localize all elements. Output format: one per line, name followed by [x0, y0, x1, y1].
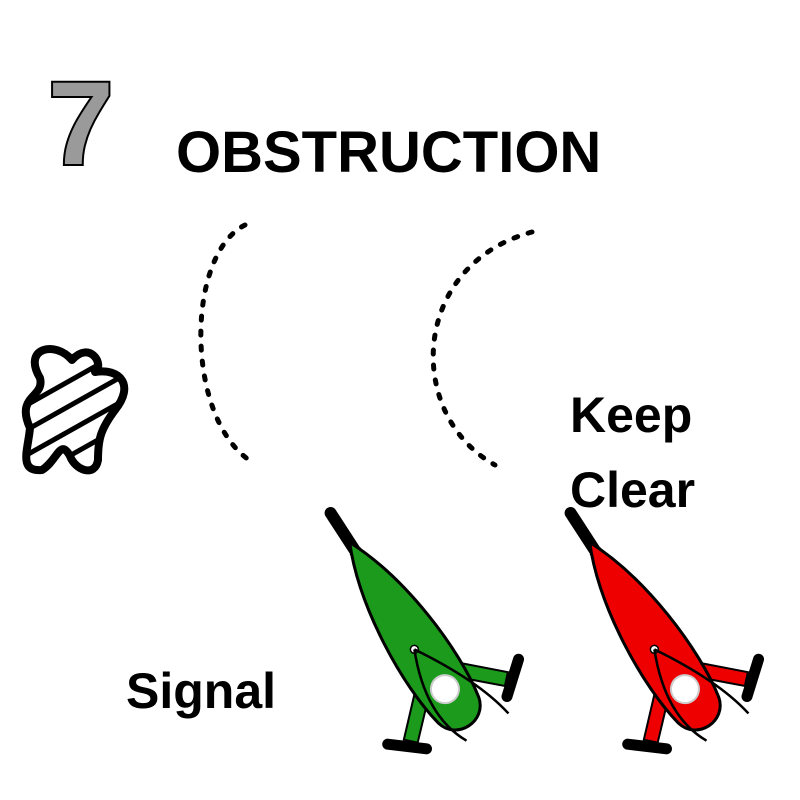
keep-clear-label-line1: Keep — [570, 387, 692, 443]
signal-boat-track — [198, 222, 255, 465]
green-sailboat-icon — [324, 507, 525, 755]
diagram-number: 7 — [48, 58, 114, 190]
signal-label: Signal — [126, 663, 276, 719]
keep-clear-label-line2: Clear — [570, 462, 695, 518]
red-sailboat-icon — [564, 507, 765, 755]
keep-clear-boat-track — [430, 229, 535, 468]
diagram-title: OBSTRUCTION — [176, 120, 601, 185]
rock-hazard-icon — [21, 345, 129, 475]
